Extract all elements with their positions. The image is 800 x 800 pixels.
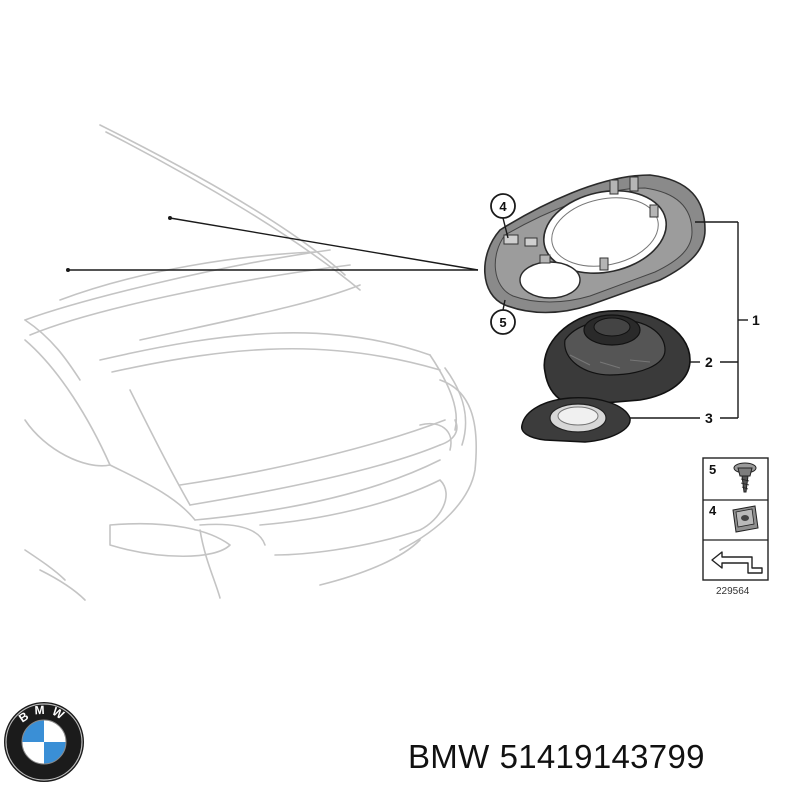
speaker-grille <box>521 397 631 443</box>
leader-line-upper <box>169 217 479 271</box>
position-arrow-icon <box>711 551 763 574</box>
screw-icon <box>733 462 757 493</box>
car-rear-outline <box>24 124 478 601</box>
clip-nut-icon <box>732 505 759 533</box>
drawing-number: 229564 <box>716 586 750 597</box>
callout-clip: 4 <box>490 193 516 239</box>
ref-number-speaker: 2 <box>705 354 713 370</box>
svg-text:4: 4 <box>499 199 507 214</box>
ref-number-grille: 3 <box>705 410 713 426</box>
legend-screw-number: 5 <box>709 462 716 477</box>
speaker-unit <box>543 310 691 406</box>
svg-text:5: 5 <box>499 315 506 330</box>
speaker-bracket <box>483 174 706 314</box>
brand-name: BMW <box>408 738 490 775</box>
part-number: 51419143799 <box>499 738 705 775</box>
ref-number-assembly: 1 <box>752 312 760 328</box>
fastener-legend: 5 4 229564 <box>702 457 769 597</box>
leader-lines <box>66 216 479 272</box>
callout-screw: 5 <box>490 299 516 335</box>
reference-bracket <box>630 221 748 419</box>
legend-clip-number: 4 <box>709 503 717 518</box>
bmw-logo: BMW <box>4 702 84 782</box>
